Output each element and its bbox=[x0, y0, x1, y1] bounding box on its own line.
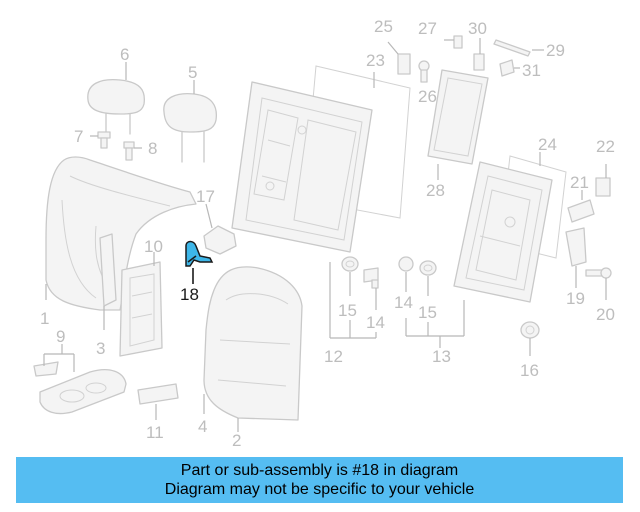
callout-15b: 15 bbox=[418, 303, 437, 322]
part-15-grommet-left bbox=[341, 256, 359, 296]
part-22-latch bbox=[595, 164, 611, 197]
parts-diagram: 1 2 3 4 5 6 7 8 9 10 11 12 13 14 14 15 1… bbox=[33, 17, 615, 450]
callout-9: 9 bbox=[56, 327, 65, 346]
callout-17: 17 bbox=[196, 187, 215, 206]
part-11-trim bbox=[137, 383, 179, 420]
part-14-bolt-left bbox=[363, 267, 379, 310]
callout-29: 29 bbox=[546, 41, 565, 60]
seatback-frame-right bbox=[453, 161, 553, 336]
part-3-bracket bbox=[99, 233, 117, 330]
callout-14b: 14 bbox=[394, 293, 413, 312]
callout-18-highlighted: 18 bbox=[180, 285, 199, 304]
callout-15a: 15 bbox=[338, 301, 357, 320]
seatback-frame-left bbox=[231, 81, 373, 338]
callout-1: 1 bbox=[40, 309, 49, 328]
callout-16: 16 bbox=[520, 361, 539, 380]
callout-7: 7 bbox=[74, 127, 83, 146]
part-5-headrest bbox=[163, 80, 218, 163]
banner-line-1: Part or sub-assembly is #18 in diagram bbox=[180, 462, 459, 479]
part-1-seatback-cover bbox=[45, 156, 197, 311]
part-26-screw bbox=[418, 60, 430, 83]
callout-6: 6 bbox=[120, 45, 129, 64]
callout-12-bracket bbox=[330, 320, 377, 339]
callout-8: 8 bbox=[148, 139, 157, 158]
part-30-clip bbox=[473, 38, 485, 71]
banner-line-2: Diagram may not be specific to your vehi… bbox=[164, 481, 475, 498]
callout-31: 31 bbox=[522, 61, 541, 80]
part-28-frame bbox=[427, 69, 489, 180]
callout-10: 10 bbox=[144, 237, 163, 256]
callout-labels: 1 2 3 4 5 6 7 8 9 10 11 12 13 14 14 15 1… bbox=[40, 17, 615, 450]
info-banner: Part or sub-assembly is #18 in diagram D… bbox=[16, 457, 623, 503]
callout-25: 25 bbox=[374, 17, 393, 36]
part-31-clip bbox=[499, 59, 520, 77]
callout-22: 22 bbox=[596, 137, 615, 156]
callout-27: 27 bbox=[418, 19, 437, 38]
part-17-hinge bbox=[203, 203, 237, 255]
part-7-guide bbox=[90, 131, 111, 149]
part-19-hinge bbox=[565, 227, 587, 288]
part-15-grommet-right bbox=[419, 260, 437, 296]
part-9-armrest bbox=[33, 344, 127, 415]
callout-2: 2 bbox=[232, 431, 241, 450]
callout-3: 3 bbox=[96, 339, 105, 358]
part-20-bolt bbox=[585, 267, 612, 300]
part-10-armrest-frame bbox=[119, 252, 163, 357]
part-18-highlighted bbox=[185, 240, 214, 284]
part-21-latch bbox=[567, 190, 595, 223]
part-27-pin bbox=[444, 35, 463, 49]
part-2-seatback-cover bbox=[203, 266, 303, 432]
part-6-headrest bbox=[87, 62, 146, 135]
callout-11: 11 bbox=[146, 423, 164, 442]
part-14-bolt-right bbox=[398, 256, 414, 292]
callout-28: 28 bbox=[426, 181, 445, 200]
part-16-grommet bbox=[520, 321, 540, 356]
callout-13: 13 bbox=[432, 347, 451, 366]
callout-23: 23 bbox=[366, 51, 385, 70]
callout-4: 4 bbox=[198, 417, 207, 436]
part-8-guide bbox=[123, 141, 142, 161]
callout-12: 12 bbox=[324, 347, 343, 366]
callout-24: 24 bbox=[538, 135, 557, 154]
callout-13-bracket bbox=[405, 318, 464, 348]
callout-21: 21 bbox=[570, 173, 589, 192]
callout-30: 30 bbox=[468, 19, 487, 38]
part-25-clip bbox=[387, 41, 411, 75]
callout-26: 26 bbox=[418, 87, 437, 106]
callout-19: 19 bbox=[566, 289, 585, 308]
callout-20: 20 bbox=[596, 305, 615, 324]
callout-14a: 14 bbox=[366, 313, 385, 332]
part-29-rod bbox=[493, 39, 544, 57]
callout-5: 5 bbox=[188, 63, 197, 82]
